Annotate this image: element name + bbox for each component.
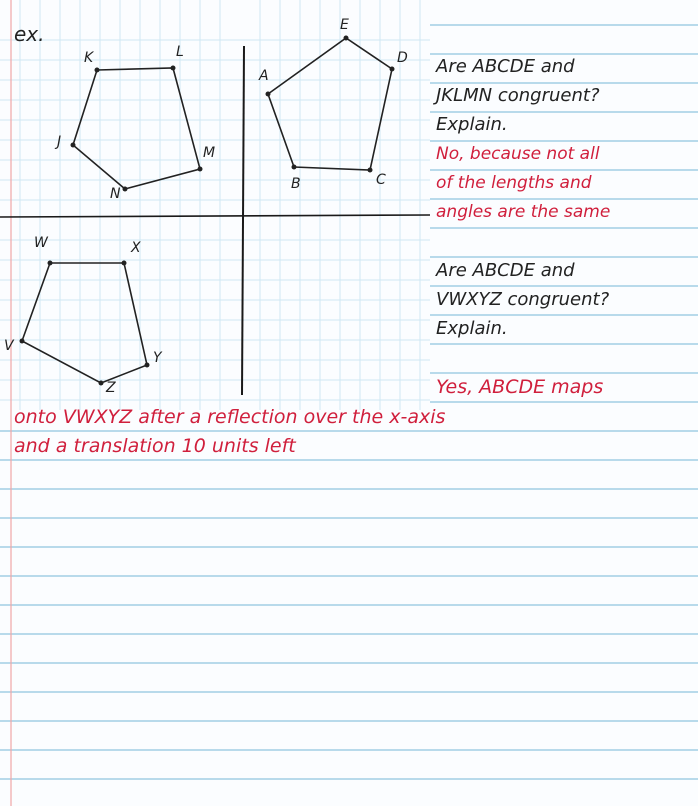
answer-1-line-2: of the lengths and: [436, 173, 592, 193]
answer-2-line-1: Yes, ABCDE maps: [436, 376, 604, 398]
question-1-line-2: JKLMN congruent?: [436, 85, 600, 106]
vertex-label-c: C: [376, 172, 386, 188]
answer-2-line-3: and a translation 10 units left: [14, 435, 296, 457]
x-axis: [0, 214, 431, 218]
vertex-dots: [19, 35, 395, 386]
vertex-label-a: A: [259, 68, 269, 84]
pentagon-vwxyz: [21, 262, 148, 384]
vertex-label-d: D: [397, 50, 408, 66]
vertex-label-x: X: [131, 240, 141, 256]
vertex-label-v: V: [4, 338, 14, 354]
vertex-label-b: B: [291, 176, 301, 192]
vertex-label-j: J: [57, 134, 62, 150]
question-1-line-1: Are ABCDE and: [436, 56, 575, 77]
vertex-label-z: Z: [106, 380, 116, 396]
vertex-label-w: W: [34, 235, 48, 251]
vertex-label-k: K: [84, 50, 94, 66]
answer-1-line-3: angles are the same: [436, 202, 611, 222]
y-axis: [241, 45, 245, 396]
vertex-label-m: M: [203, 145, 216, 161]
answer-1-line-1: No, because not all: [436, 144, 600, 164]
vertex-label-l: L: [176, 44, 184, 60]
pentagon-abcde: [267, 37, 393, 171]
question-2-line-1: Are ABCDE and: [436, 260, 575, 281]
question-2-line-3: Explain.: [436, 318, 508, 339]
graph-grid: [0, 0, 430, 410]
vertex-label-e: E: [340, 17, 349, 33]
example-heading: ex.: [14, 22, 45, 46]
question-1-line-3: Explain.: [436, 114, 508, 135]
vertex-label-n: N: [110, 186, 121, 202]
answer-2-line-2: onto VWXYZ after a reflection over the x…: [14, 406, 446, 428]
vertex-label-y: Y: [153, 350, 162, 366]
pentagon-jklmn: [72, 67, 201, 190]
question-2-line-2: VWXYZ congruent?: [436, 289, 610, 310]
ruled-lines: [0, 24, 698, 780]
